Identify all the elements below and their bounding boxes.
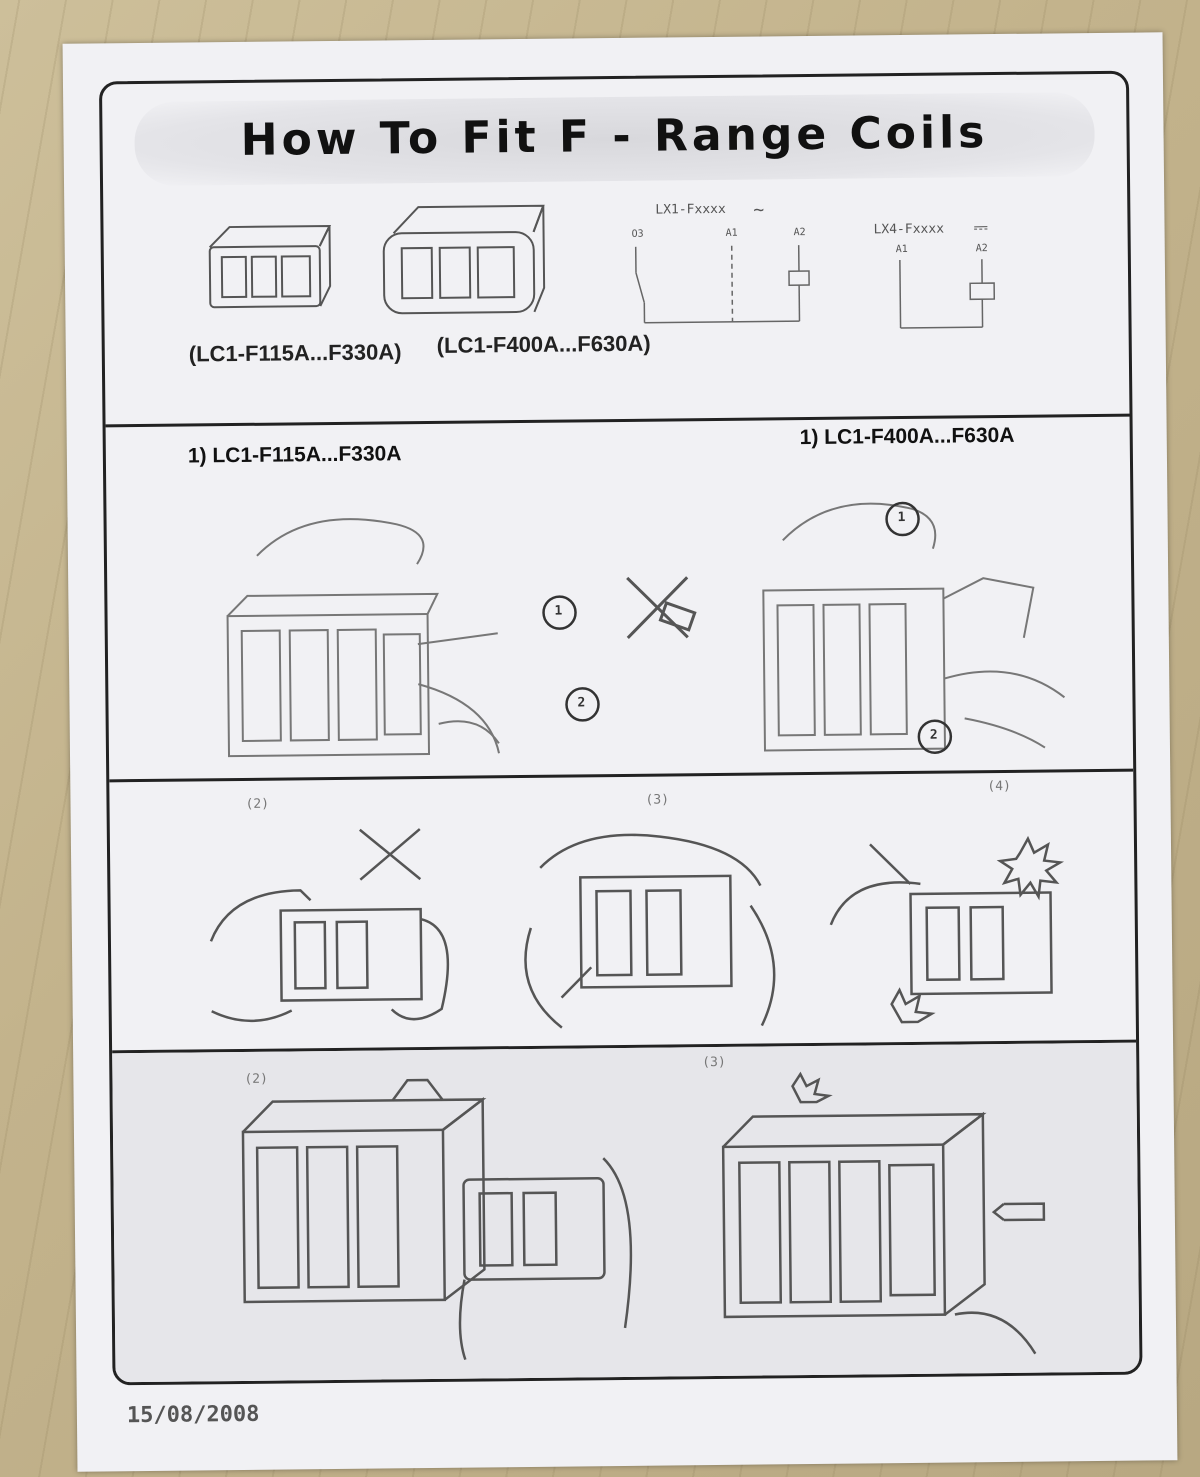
step-one-marker-1-text: 1 [554,603,563,619]
contactor-small-illustration [208,224,332,309]
header-section: How To Fit F - Range Coils [101,73,1130,428]
step-two-label-c: (4) [987,778,1011,795]
step-one-right-marker-2-icon [917,719,953,754]
wiring-dc-diagram [899,259,996,329]
wiring-dc-label: LX4-Fxxxx [873,221,945,238]
print-date: 15/08/2008 [126,1401,260,1429]
step-one-marker-2-text: 2 [577,695,586,711]
wiring-dc-terminal-a2: A2 [975,243,988,255]
step-two-panel: (2) (3) (4) [109,771,1137,1054]
wiring-ac-diagram [634,245,810,324]
instruction-sheet: How To Fit F - Range Coils [62,32,1178,1472]
contactor-large-illustration [382,204,546,315]
wiring-ac-symbol: ~ [753,199,765,221]
wiring-dc-terminal-a1: A1 [895,243,908,256]
wiring-ac-terminal-a1: A1 [725,227,738,239]
caption-small-range: (LC1-F115A...F330A) [188,339,402,367]
step-one-right-marker-1-icon [885,501,920,537]
step-one-right-marker-2-text: 2 [929,727,938,743]
step-one-left-illustration [226,518,500,758]
wiring-ac-terminal-a2: A2 [793,227,806,239]
step-three-panel: (2) (3) [112,1042,1140,1384]
caption-large-range: (LC1-F400A...F630A) [436,330,651,358]
step-one-right-marker-1-text: 1 [897,509,906,526]
wiring-ac-label: LX1-Fxxxx [655,201,726,218]
wiring-dc-symbol: ⎓ [973,217,989,239]
step-one-marker-1-icon [542,595,577,630]
step-one-left-label: 1) LC1-F115A...F330A [187,442,402,468]
step-two-illustration-b [524,833,776,1029]
step-three-illustration-a [241,1078,633,1361]
step-one-right-label: 1) LC1-F400A...F630A [799,423,1015,450]
step-two-illustration-c [829,835,1065,1024]
title-banner: How To Fit F - Range Coils [134,91,1095,187]
crossed-out-tool-icon [626,576,697,639]
step-two-label-b: (3) [645,792,670,808]
step-one-panel: 1) LC1-F115A...F330A 1) LC1-F400A...F630… [105,416,1134,783]
page-title: How To Fit F - Range Coils [240,107,989,166]
wiring-ac-terminal-o3: O3 [631,228,644,240]
content-frame: How To Fit F - Range Coils [98,70,1143,1386]
step-two-illustration-a [209,828,450,1023]
step-two-label-a: (2) [245,796,270,812]
step-one-marker-2-icon [565,687,600,722]
step-three-illustration-b [721,1071,1046,1355]
